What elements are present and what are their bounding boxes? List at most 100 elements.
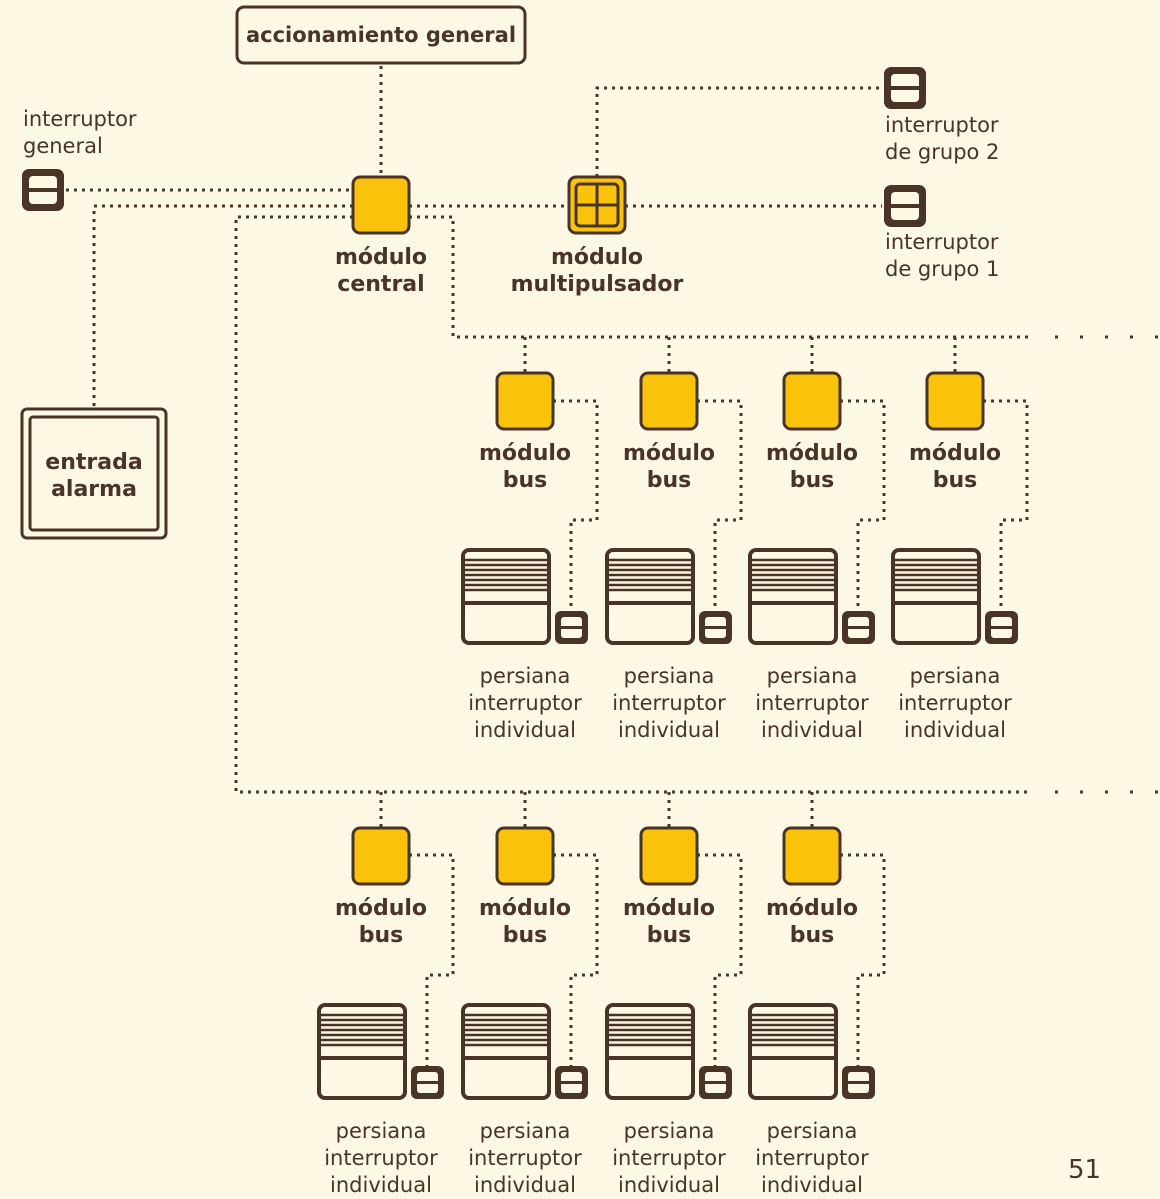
switch-icon <box>842 611 875 644</box>
label-line: interruptor <box>324 1146 438 1170</box>
label-line: módulo <box>550 245 644 270</box>
entrada-alarma-box <box>20 407 168 540</box>
label-line: individual <box>904 718 1006 742</box>
label-persiana: persiana interruptor individual <box>301 1118 461 1199</box>
label-line: alarma <box>51 477 137 502</box>
persiana-icon <box>605 548 695 645</box>
label-line: módulo <box>622 896 716 921</box>
label-line: interruptor <box>468 691 582 715</box>
label-line: módulo <box>765 441 859 466</box>
label-line: persiana <box>909 664 1001 688</box>
modulo-bus-icon <box>782 371 842 431</box>
label-entrada-alarma: entrada alarma <box>30 449 158 503</box>
label-line: interruptor <box>612 691 726 715</box>
label-modulo-multipulsador: módulo multipulsador <box>497 244 697 298</box>
switch-icon <box>699 1066 732 1099</box>
label-persiana: persiana interruptor individual <box>875 663 1035 744</box>
label-line: módulo <box>478 441 572 466</box>
modulo-bus-icon <box>782 826 842 886</box>
persiana-icon <box>891 548 981 645</box>
page-number: 51 <box>1068 1155 1102 1185</box>
label-interruptor-grupo-2: interruptor de grupo 2 <box>885 112 999 166</box>
modulo-bus-icon <box>639 826 699 886</box>
label-line: multipulsador <box>510 272 684 297</box>
label-line: persiana <box>766 664 858 688</box>
switch-icon <box>884 185 926 227</box>
label-line: bus <box>502 468 548 493</box>
modulo-bus-icon <box>639 371 699 431</box>
label-line: individual <box>761 718 863 742</box>
label-line: individual <box>474 1173 576 1197</box>
label-line: módulo <box>908 441 1002 466</box>
label-line: persiana <box>623 664 715 688</box>
label-interruptor-grupo-1: interruptor de grupo 1 <box>885 229 999 283</box>
label-modulo-central: módulo central <box>321 244 441 298</box>
label-line: módulo <box>478 896 572 921</box>
switch-icon <box>985 611 1018 644</box>
switch-icon <box>884 67 926 109</box>
switch-icon <box>22 169 64 211</box>
label-line: interruptor <box>23 107 137 131</box>
accionamiento-general-box <box>235 5 527 65</box>
label-line: módulo <box>622 441 716 466</box>
persiana-icon <box>461 1003 551 1100</box>
label-line: bus <box>358 923 404 948</box>
label-line: bus <box>646 923 692 948</box>
label-line: individual <box>618 1173 720 1197</box>
label-line: bus <box>932 468 978 493</box>
label-line: central <box>337 272 425 297</box>
label-line: individual <box>761 1173 863 1197</box>
modulo-central-icon <box>351 175 411 235</box>
label-line: módulo <box>765 896 859 921</box>
label-line: interruptor <box>612 1146 726 1170</box>
label-line: interruptor <box>755 1146 869 1170</box>
label-line: individual <box>330 1173 432 1197</box>
switch-icon <box>699 611 732 644</box>
label-line: interruptor <box>885 113 999 137</box>
switch-icon <box>555 611 588 644</box>
modulo-bus-icon <box>925 371 985 431</box>
label-line: interruptor <box>468 1146 582 1170</box>
modulo-bus-icon <box>495 826 555 886</box>
persiana-icon <box>748 1003 838 1100</box>
label-line: interruptor <box>755 691 869 715</box>
switch-icon <box>842 1066 875 1099</box>
diagram-title: accionamiento general <box>246 23 516 47</box>
modulo-bus-icon <box>495 371 555 431</box>
label-persiana: persiana interruptor individual <box>589 663 749 744</box>
label-line: módulo <box>334 245 428 270</box>
modulo-bus-icon <box>351 826 411 886</box>
label-line: bus <box>789 923 835 948</box>
label-persiana: persiana interruptor individual <box>732 1118 892 1199</box>
label-line: individual <box>618 718 720 742</box>
modulo-multipulsador-icon <box>567 175 627 235</box>
label-line: general <box>23 134 103 158</box>
label-line: interruptor <box>885 230 999 254</box>
label-line: bus <box>789 468 835 493</box>
label-line: persiana <box>335 1119 427 1143</box>
persiana-icon <box>461 548 551 645</box>
persiana-icon <box>748 548 838 645</box>
label-line: interruptor <box>898 691 1012 715</box>
label-line: de grupo 2 <box>885 140 1000 164</box>
connection-lines <box>66 66 1160 1068</box>
label-line: persiana <box>766 1119 858 1143</box>
label-line: bus <box>502 923 548 948</box>
persiana-icon <box>317 1003 407 1100</box>
persiana-icon <box>605 1003 695 1100</box>
label-line: entrada <box>45 450 143 475</box>
label-line: persiana <box>479 664 571 688</box>
label-interruptor-general: interruptor general <box>23 106 137 160</box>
